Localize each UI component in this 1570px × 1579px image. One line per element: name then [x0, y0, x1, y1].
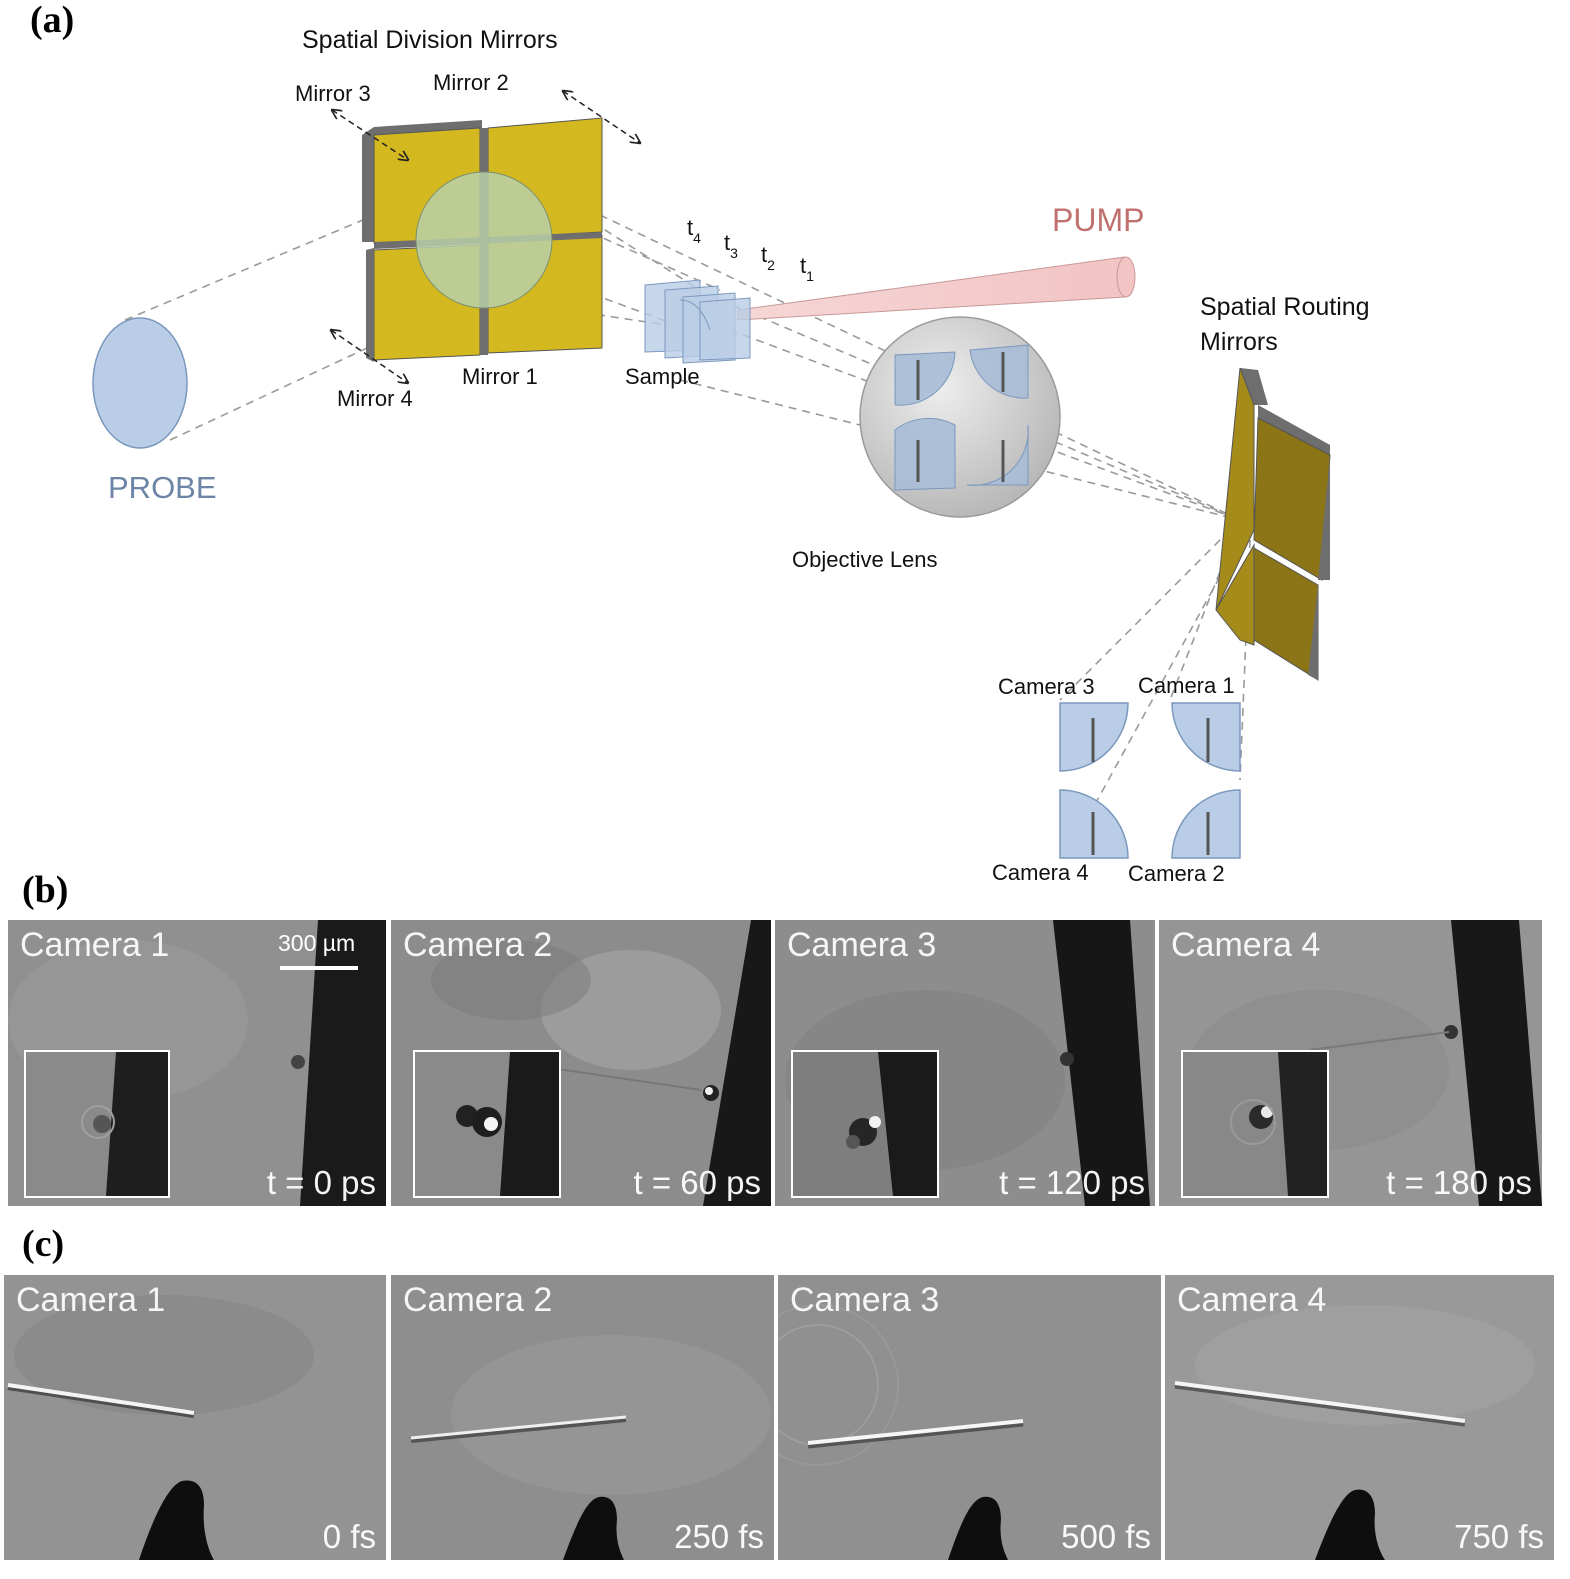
camera-4-label: Camera 4 — [992, 860, 1089, 885]
spatial-division-title: Spatial Division Mirrors — [302, 26, 558, 54]
camera-label: Camera 4 — [1177, 1281, 1327, 1319]
camera-label: Camera 2 — [403, 926, 553, 964]
panel-c-frame-camera-2: Camera 2 250 fs — [391, 1275, 774, 1560]
panel-c-frame-camera-1: Camera 1 0 fs — [4, 1275, 386, 1560]
panel-a-letter: (a) — [30, 0, 74, 41]
svg-text:t3: t3 — [724, 230, 738, 261]
time-label: t = 180 ps — [1386, 1164, 1532, 1201]
panel-b-frame-camera-4: Camera 4 t = 180 ps — [1159, 920, 1542, 1206]
time-delay-labels: t4 t3 t2 t1 — [687, 215, 814, 284]
time-label: t = 0 ps — [266, 1164, 376, 1201]
time-label: 500 fs — [1061, 1518, 1151, 1555]
time-label: 0 fs — [322, 1518, 376, 1555]
panel-b-frame-camera-3: Camera 3 t = 120 ps — [775, 920, 1155, 1206]
objective-lens-label: Objective Lens — [792, 547, 938, 572]
panel-b-frame-camera-2: Camera 2 t = 60 ps — [391, 920, 771, 1206]
mirror-4-label: Mirror 4 — [337, 386, 413, 411]
scale-bar — [280, 966, 358, 970]
camera-label: Camera 1 — [20, 926, 170, 964]
mirror-2-label: Mirror 2 — [433, 70, 509, 95]
svg-text:t1: t1 — [800, 253, 814, 284]
sample — [644, 279, 751, 364]
routing-label-line2: Mirrors — [1200, 328, 1278, 356]
panel-b-frame-camera-1: Camera 1 300 µm t = 0 ps — [8, 920, 386, 1206]
zoom-inset — [413, 1050, 561, 1198]
camera-sensors — [1059, 702, 1241, 859]
panel-b-letter: (b) — [22, 869, 69, 911]
frame-image — [391, 1275, 774, 1560]
svg-text:t2: t2 — [761, 242, 775, 273]
svg-text:t4: t4 — [687, 215, 701, 246]
sample-label: Sample — [625, 364, 700, 389]
frame-image — [4, 1275, 386, 1560]
mirror-3-label: Mirror 3 — [295, 81, 371, 106]
camera-3-label: Camera 3 — [998, 674, 1095, 699]
zoom-inset — [791, 1050, 939, 1198]
camera-1-label: Camera 1 — [1138, 673, 1235, 698]
time-label: 250 fs — [674, 1518, 764, 1555]
setup-schematic: (a) PROBE Spatial Division Mirrors Mirro… — [30, 0, 1370, 886]
time-label: t = 60 ps — [633, 1164, 761, 1201]
camera-label: Camera 1 — [16, 1281, 166, 1319]
probe-beam-ellipse — [92, 317, 188, 449]
frame-image — [1165, 1275, 1554, 1560]
camera-2-label: Camera 2 — [1128, 861, 1225, 886]
mirror-adjust-arrows — [331, 91, 640, 383]
zoom-inset — [1181, 1050, 1329, 1198]
camera-label: Camera 3 — [790, 1281, 940, 1319]
zoom-inset — [24, 1050, 170, 1198]
objective-lens — [859, 316, 1061, 518]
camera-label: Camera 4 — [1171, 926, 1321, 964]
camera-label: Camera 2 — [403, 1281, 553, 1319]
pump-label: PUMP — [1052, 202, 1144, 238]
probe-label: PROBE — [108, 470, 217, 505]
mirror-1-label: Mirror 1 — [462, 364, 538, 389]
spatial-division-mirrors — [362, 117, 603, 362]
panel-c-frame-camera-4: Camera 4 750 fs — [1165, 1275, 1554, 1560]
time-label: 750 fs — [1454, 1518, 1544, 1555]
panel-c-frame-camera-3: Camera 3 500 fs — [778, 1275, 1161, 1560]
camera-label: Camera 3 — [787, 926, 937, 964]
spatial-routing-mirrors — [1215, 367, 1331, 681]
scale-bar-label: 300 µm — [278, 930, 356, 956]
time-label: t = 120 ps — [999, 1164, 1145, 1201]
routing-label-line1: Spatial Routing — [1200, 293, 1370, 321]
panel-c-letter: (c) — [22, 1223, 65, 1265]
frame-image — [778, 1275, 1161, 1560]
pump-beam — [737, 256, 1126, 321]
